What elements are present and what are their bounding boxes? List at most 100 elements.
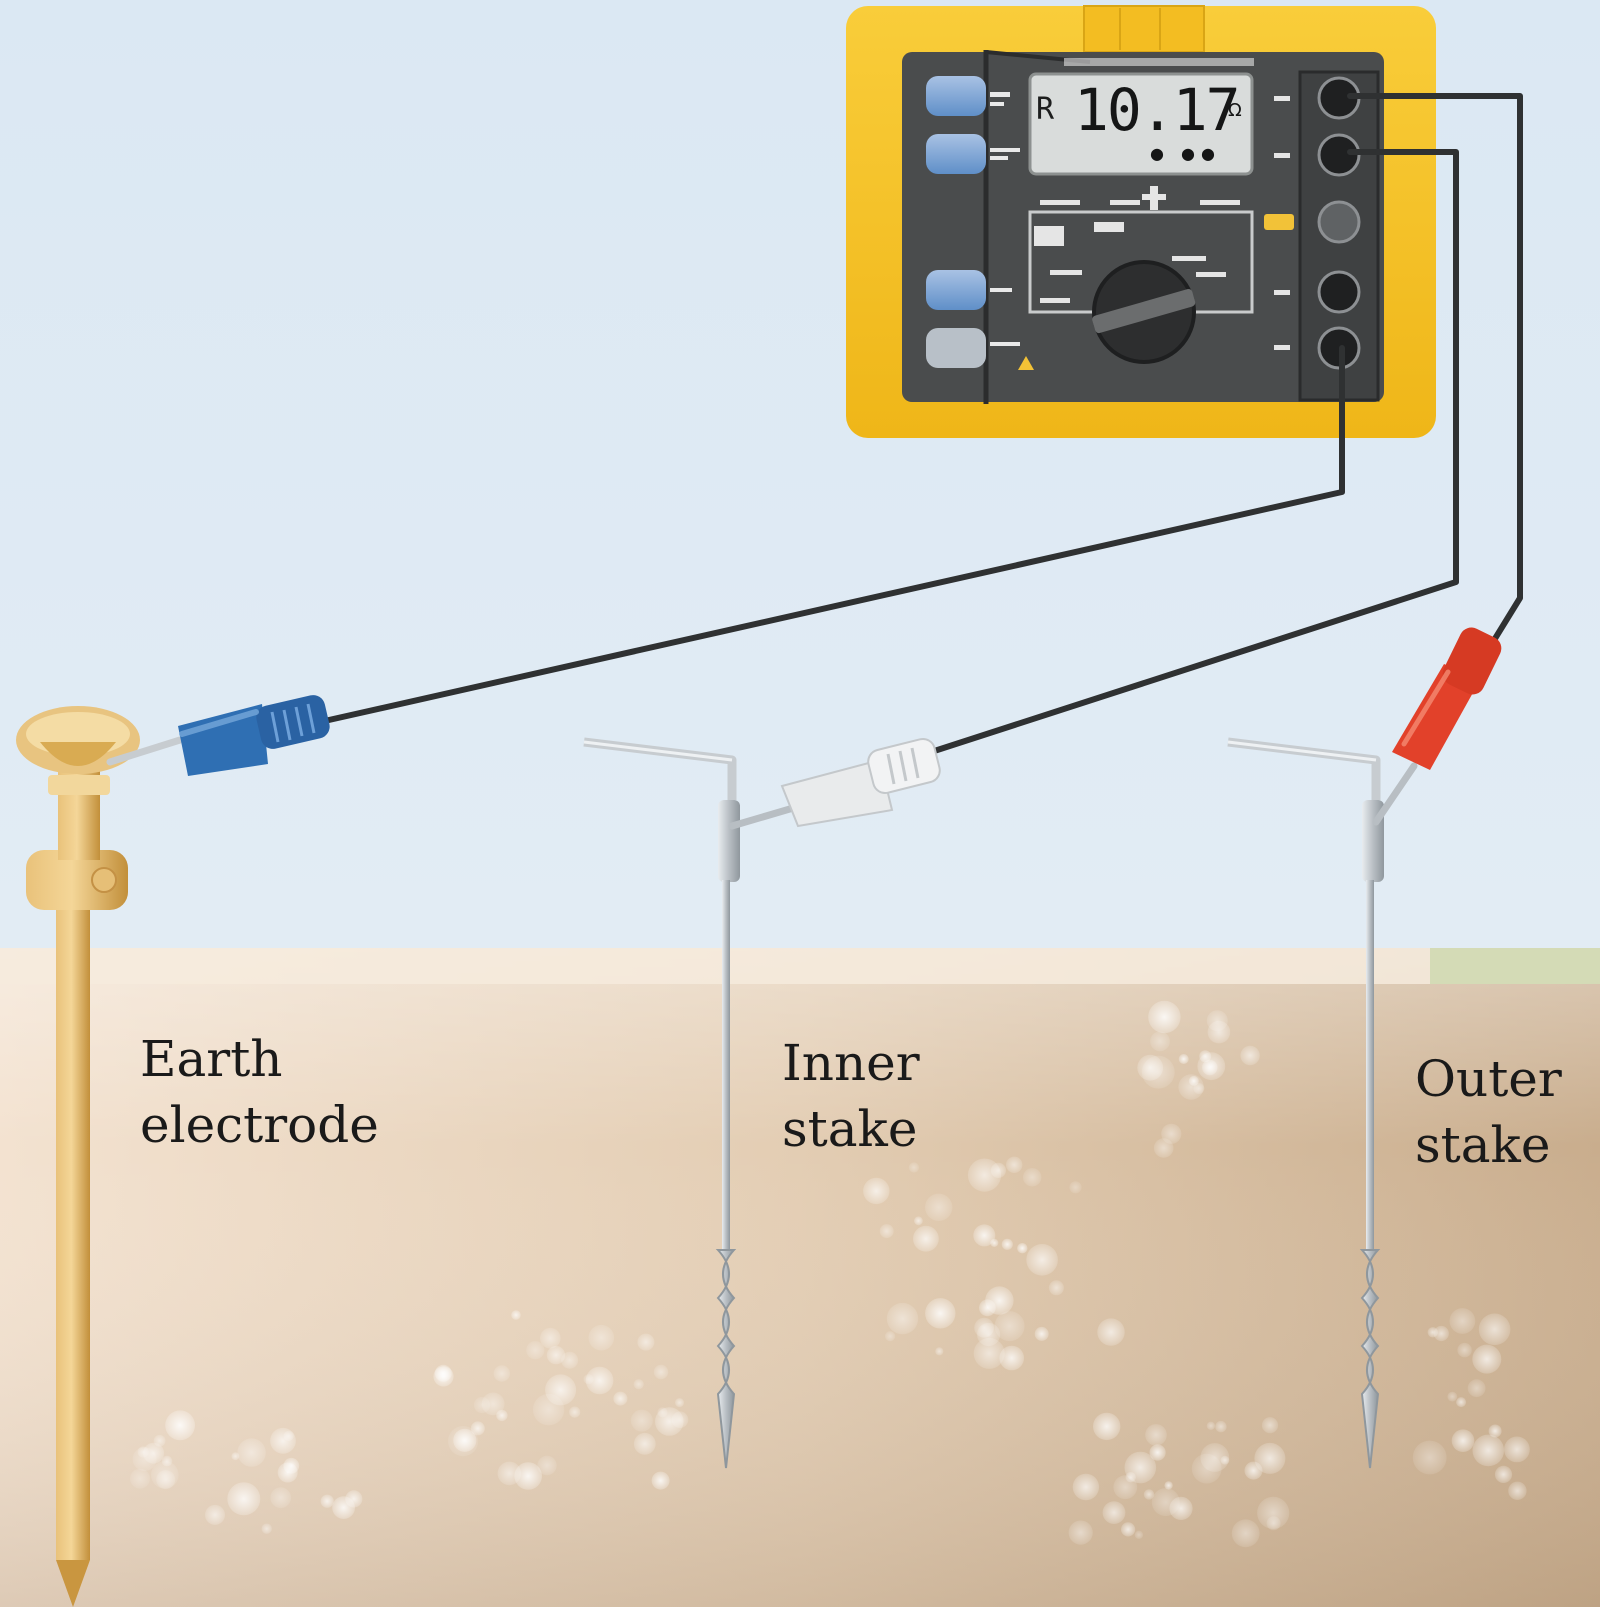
blue-test-clip xyxy=(106,695,330,776)
soil-particle xyxy=(886,1302,919,1335)
soil-particle xyxy=(1143,1489,1155,1500)
soil-particle xyxy=(633,1379,644,1390)
soil-particles xyxy=(130,1000,1530,1548)
soil-particle xyxy=(1137,1054,1164,1081)
soil-particle xyxy=(973,1224,996,1247)
soil-particle xyxy=(270,1427,296,1454)
soil-particle xyxy=(1121,1522,1136,1537)
meter-lcd xyxy=(1028,72,1254,176)
soil-particle xyxy=(1467,1379,1486,1398)
soil-particle xyxy=(1026,1244,1058,1276)
soil-particle xyxy=(913,1225,939,1252)
soil-particle xyxy=(1102,1501,1126,1524)
soil-particle xyxy=(1145,1424,1167,1446)
terminal-es[interactable] xyxy=(1317,270,1361,314)
soil-particle xyxy=(1472,1344,1502,1374)
earth-label-line2: electrode xyxy=(140,1096,379,1154)
soil-particle xyxy=(967,1158,1002,1192)
soil-particle xyxy=(1148,1000,1181,1034)
soil-particle xyxy=(1207,1020,1231,1044)
soil-particle xyxy=(585,1366,614,1395)
soil-particle xyxy=(1178,1054,1189,1064)
soil-particle xyxy=(1150,1031,1170,1052)
soil-particle xyxy=(1097,1318,1125,1346)
soil-particle xyxy=(1093,1412,1121,1441)
red-test-clip xyxy=(1372,627,1502,826)
soil-particle xyxy=(231,1452,240,1461)
soil-particle xyxy=(1478,1313,1511,1346)
warning-icon xyxy=(1018,356,1034,370)
soil-particle xyxy=(1254,1442,1286,1474)
soil-particle xyxy=(1472,1434,1505,1467)
soil-particle xyxy=(1001,1238,1013,1250)
soil-particle xyxy=(914,1216,923,1226)
soil-particle xyxy=(671,1411,689,1428)
soil-particle xyxy=(1508,1481,1527,1501)
meter-function-button-2[interactable] xyxy=(926,134,986,174)
soil-particle xyxy=(227,1482,261,1516)
earth-electrode xyxy=(16,706,140,1607)
meter-function-button-4[interactable] xyxy=(926,328,986,368)
outer-label-line2: stake xyxy=(1415,1116,1551,1174)
soil-particle xyxy=(1215,1420,1227,1433)
earth-electrode-lead xyxy=(317,345,1345,725)
soil-particle xyxy=(885,1331,896,1342)
soil-particle xyxy=(270,1487,292,1509)
ground-surface xyxy=(0,948,1600,984)
soil-particle xyxy=(1456,1397,1467,1408)
soil-particle xyxy=(1125,1472,1136,1483)
soil-particle xyxy=(1257,1496,1290,1529)
soil-particle xyxy=(540,1327,561,1349)
soil-particle xyxy=(453,1428,477,1452)
fan-symbol-icon xyxy=(1317,200,1361,244)
soil-particle xyxy=(514,1462,542,1490)
outer-stake-lead xyxy=(1347,93,1523,653)
meter-function-button-1[interactable] xyxy=(926,76,986,116)
soil-particle xyxy=(675,1398,684,1408)
earth-electrode-label: Earth electrode xyxy=(140,1026,379,1158)
soil-particle xyxy=(999,1345,1024,1371)
soil-particle xyxy=(985,1286,1014,1315)
soil-particle xyxy=(1412,1440,1447,1475)
soil-particle xyxy=(1164,1481,1173,1490)
white-test-clip xyxy=(728,737,941,830)
lcd-indicators: ● ●● xyxy=(1150,144,1221,163)
soil-particle xyxy=(973,1337,1005,1369)
soil-particle xyxy=(1447,1391,1458,1402)
soil-particle xyxy=(1197,1052,1226,1081)
soil-particle xyxy=(237,1438,266,1467)
soil-particle xyxy=(1494,1465,1513,1483)
soil-particle xyxy=(143,1442,165,1464)
meter-function-button-3[interactable] xyxy=(926,270,986,310)
soil-particle xyxy=(994,1311,1025,1342)
soil-particle xyxy=(1034,1326,1049,1341)
soil-particle xyxy=(613,1391,628,1406)
soil-particle xyxy=(1006,1156,1023,1174)
soil-particle xyxy=(153,1434,166,1447)
soil-particle xyxy=(863,1177,890,1205)
outer-stake xyxy=(1227,737,1384,1469)
soil-particle xyxy=(546,1345,566,1365)
soil-particle xyxy=(1427,1327,1439,1338)
soil-particle xyxy=(935,1347,944,1356)
soil-particle xyxy=(1134,1530,1144,1540)
soil-particle xyxy=(1200,1443,1230,1472)
soil-particle xyxy=(1048,1280,1064,1296)
cat-rating-badge xyxy=(1264,214,1294,230)
lcd-prefix: R xyxy=(1036,92,1055,127)
soil-particle xyxy=(588,1324,615,1351)
soil-particle xyxy=(130,1468,150,1489)
soil-particle xyxy=(1022,1168,1042,1187)
inner-stake xyxy=(583,737,740,1469)
lcd-readout: R 10.17 Ω ● ●● xyxy=(1030,74,1252,174)
inner-label-line2: stake xyxy=(782,1100,918,1158)
soil-particle xyxy=(1069,1181,1082,1194)
soil-particle xyxy=(651,1471,670,1490)
soil-particle xyxy=(493,1365,510,1382)
soil-particle xyxy=(205,1504,225,1525)
soil-particle xyxy=(1017,1243,1028,1254)
soil-particle xyxy=(630,1409,653,1432)
soil-particle xyxy=(537,1455,557,1476)
soil-particle xyxy=(345,1490,363,1508)
